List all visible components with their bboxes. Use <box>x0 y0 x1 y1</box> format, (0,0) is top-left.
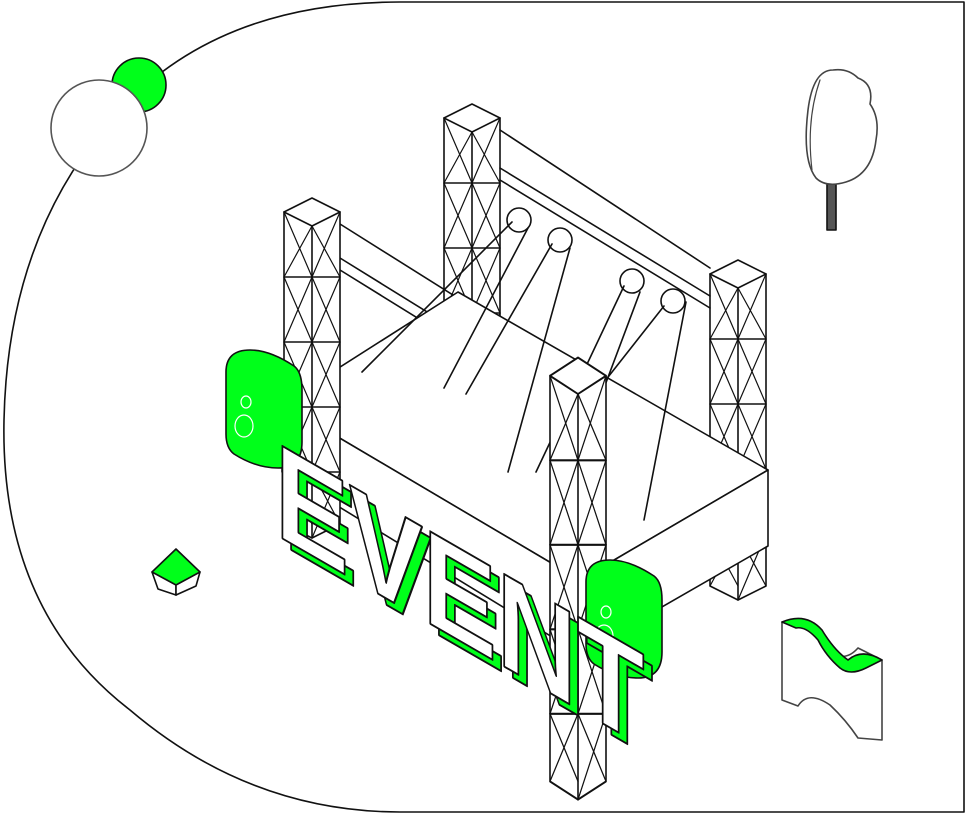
spotlight-icon <box>619 268 645 294</box>
spotlight-icon <box>547 227 573 253</box>
moon-icon <box>50 57 167 177</box>
block-icon <box>781 617 883 741</box>
spotlight-icon <box>660 288 686 314</box>
tree-icon <box>805 68 878 231</box>
cube-icon <box>151 548 201 596</box>
spotlight-rig <box>361 207 687 521</box>
background-panel <box>3 1 965 813</box>
spotlight-icon <box>506 207 532 233</box>
